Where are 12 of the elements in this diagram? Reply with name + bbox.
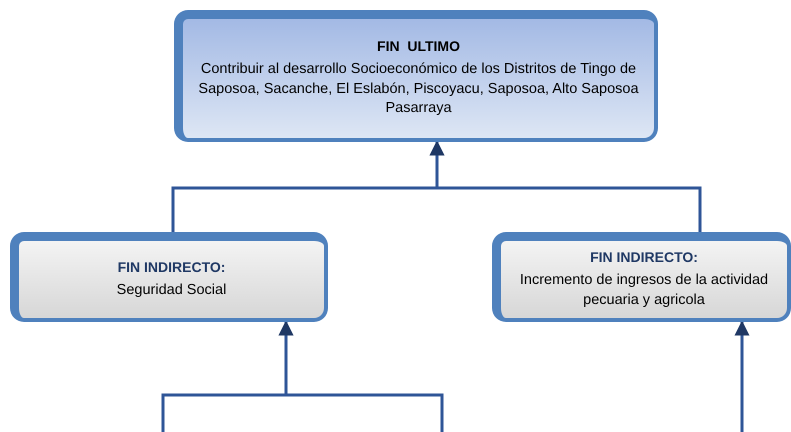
sub-goal-box	[10, 232, 328, 322]
box-heading: FIN INDIRECTO:	[590, 248, 698, 265]
box-heading: FIN INDIRECTO:	[118, 258, 226, 275]
box-text: Incremento de ingresos de la actividad pecuaria y agricola	[518, 270, 770, 310]
connector-arrow	[734, 320, 750, 432]
goal-box	[174, 10, 658, 142]
connector-arrow	[430, 140, 702, 232]
connector-arrow	[278, 320, 444, 432]
box-text: Contribuir al desarrollo Socioeconómico de los Distritos de Tingo de Saposoa, Sacanche, El Eslabón, Piscoyacu, Saposoa, Alto Saposoa Pasarraya	[197, 60, 640, 118]
box-heading: FIN ULTIMO	[377, 38, 460, 54]
box-text: Seguridad Social	[116, 280, 226, 300]
sub-goal-box	[492, 232, 791, 322]
